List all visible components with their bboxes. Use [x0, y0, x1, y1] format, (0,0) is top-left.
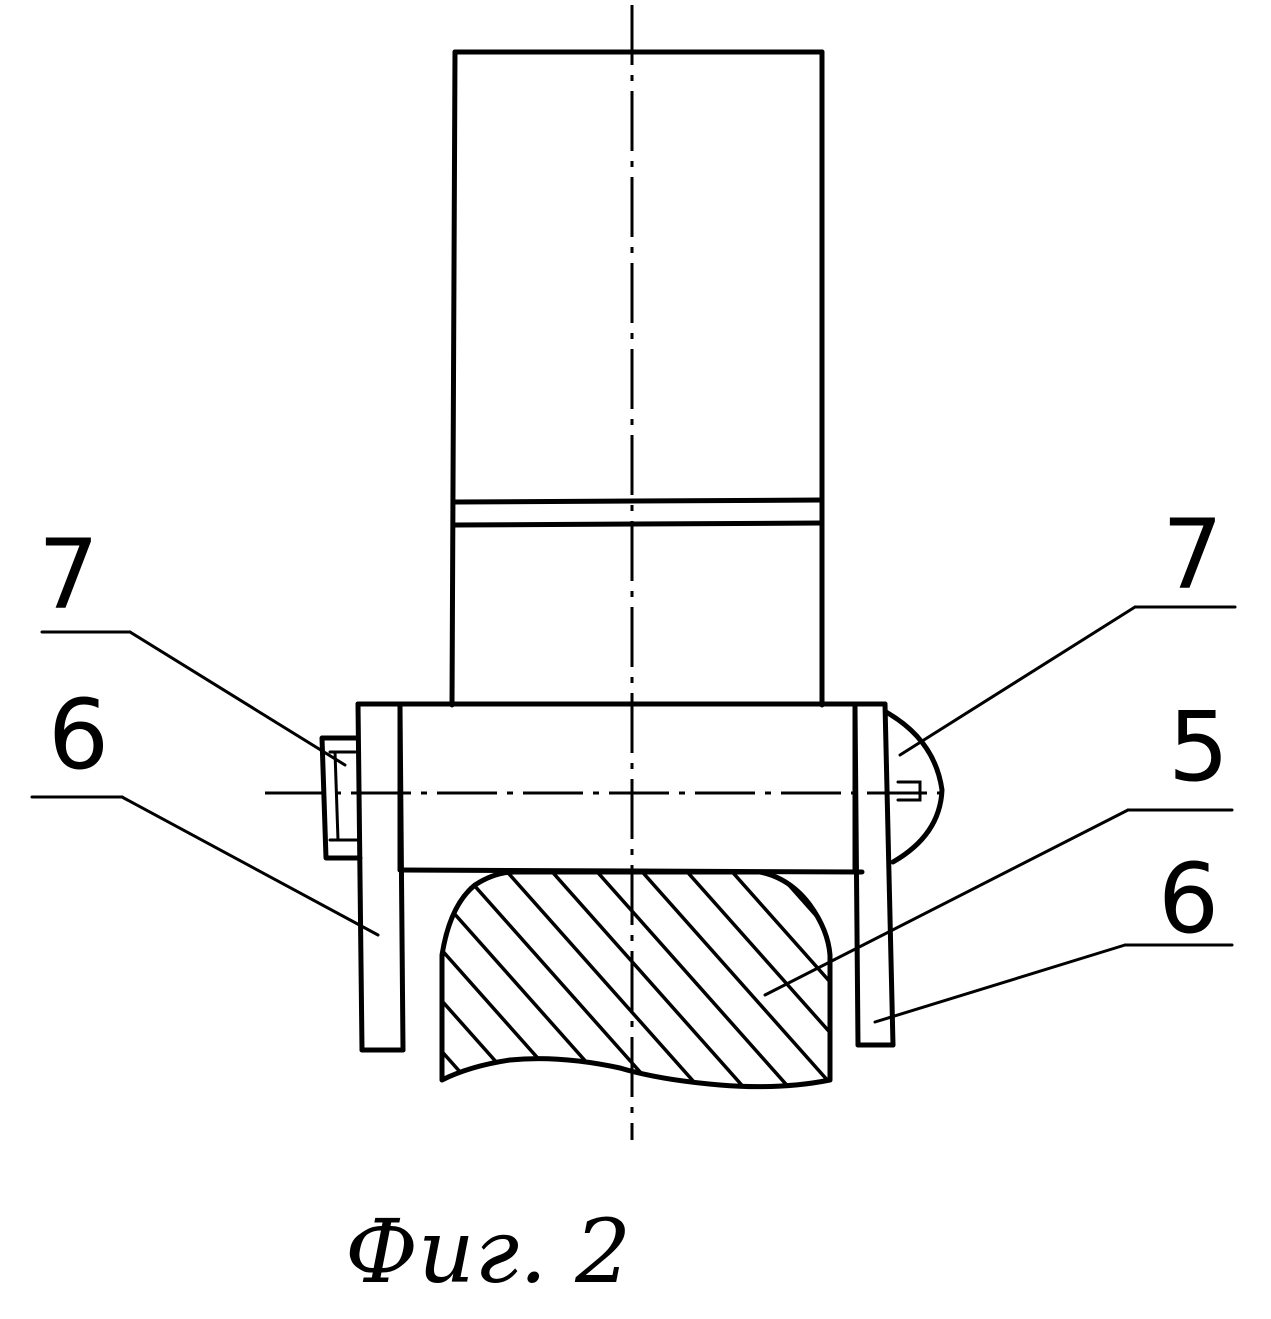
label-6-right: 6 [1158, 843, 1219, 955]
base-plate [355, 701, 888, 875]
figure-caption: Фиг. 2 [345, 1200, 631, 1303]
part-labels: 7 6 7 5 6 [38, 499, 1229, 955]
label-6-left: 6 [48, 679, 109, 791]
leader-lines [30, 605, 1237, 1024]
label-7-left: 7 [38, 519, 99, 631]
shaft [449, 49, 825, 708]
label-5-right: 5 [1168, 691, 1229, 803]
right-fastener [883, 709, 945, 865]
hatched-section [439, 869, 833, 1090]
left-fastener [319, 735, 363, 861]
label-7-right: 7 [1162, 499, 1223, 611]
right-cheek [852, 701, 896, 1048]
center-lines [265, 5, 948, 1140]
left-cheek [355, 701, 406, 1053]
